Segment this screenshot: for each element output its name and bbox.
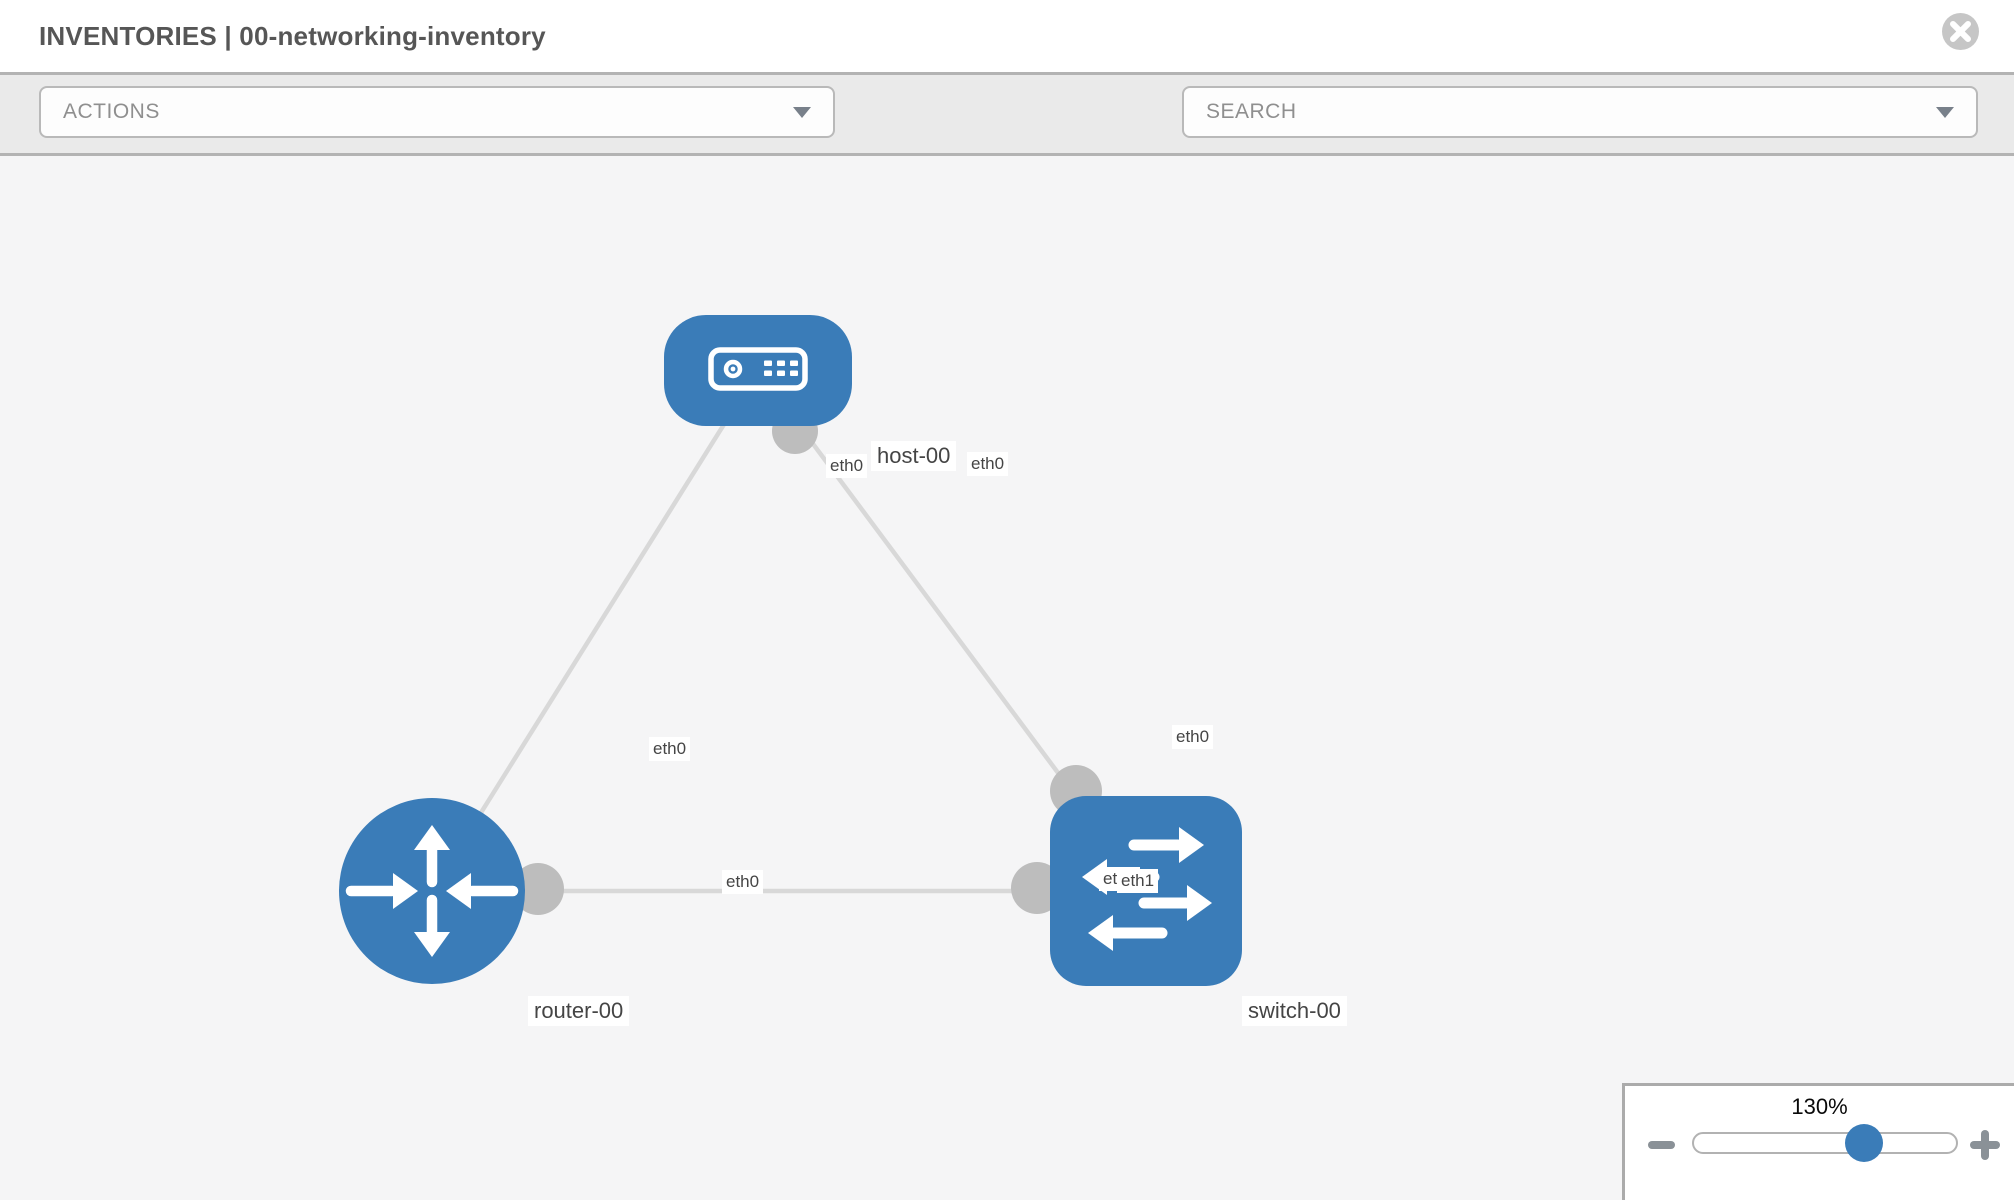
topology-graph [339,315,1242,986]
node-label-switch-00: switch-00 [1242,996,1347,1026]
router-icon [345,825,519,957]
interface-label: eth0 [1172,725,1214,749]
interface-label: eth1 [1117,869,1159,893]
node-label-host-00: host-00 [871,441,957,471]
interface-label: eth0 [722,870,764,894]
chevron-down-icon [1936,106,1954,118]
actions-dropdown[interactable]: ACTIONS [39,86,835,138]
topology-canvas[interactable] [0,156,2014,1200]
header: INVENTORIES | 00-networking-inventory [0,0,2014,75]
node-label-router-00: router-00 [528,996,630,1026]
interface-label: eth0 [826,454,868,478]
link-edge-host-router[interactable] [430,368,760,893]
search-dropdown[interactable]: SEARCH [1182,86,1978,138]
close-button[interactable] [1942,13,1979,50]
toolbar: ACTIONS SEARCH [0,75,2014,209]
zoom-slider-thumb[interactable] [1845,1124,1883,1162]
interface-connector[interactable] [512,863,564,915]
zoom-in-icon [1981,1130,1989,1160]
zoom-level-value: 130% [1791,1094,1848,1119]
actions-dropdown-label: ACTIONS [63,100,160,123]
zoom-slider-track[interactable] [1692,1132,1958,1154]
search-dropdown-label: SEARCH [1206,100,1297,123]
page-title: INVENTORIES | 00-networking-inventory [39,21,546,51]
zoom-panel: 130% [1622,1083,2014,1200]
interface-label: eth0 [649,737,691,761]
host-icon [708,347,808,391]
node-router-00[interactable] [339,798,525,984]
interface-label: eth0 [967,452,1009,476]
node-host-00[interactable] [664,315,852,426]
zoom-out-button[interactable] [1648,1141,1675,1149]
chevron-down-icon [793,106,811,118]
close-icon [1950,21,1971,42]
